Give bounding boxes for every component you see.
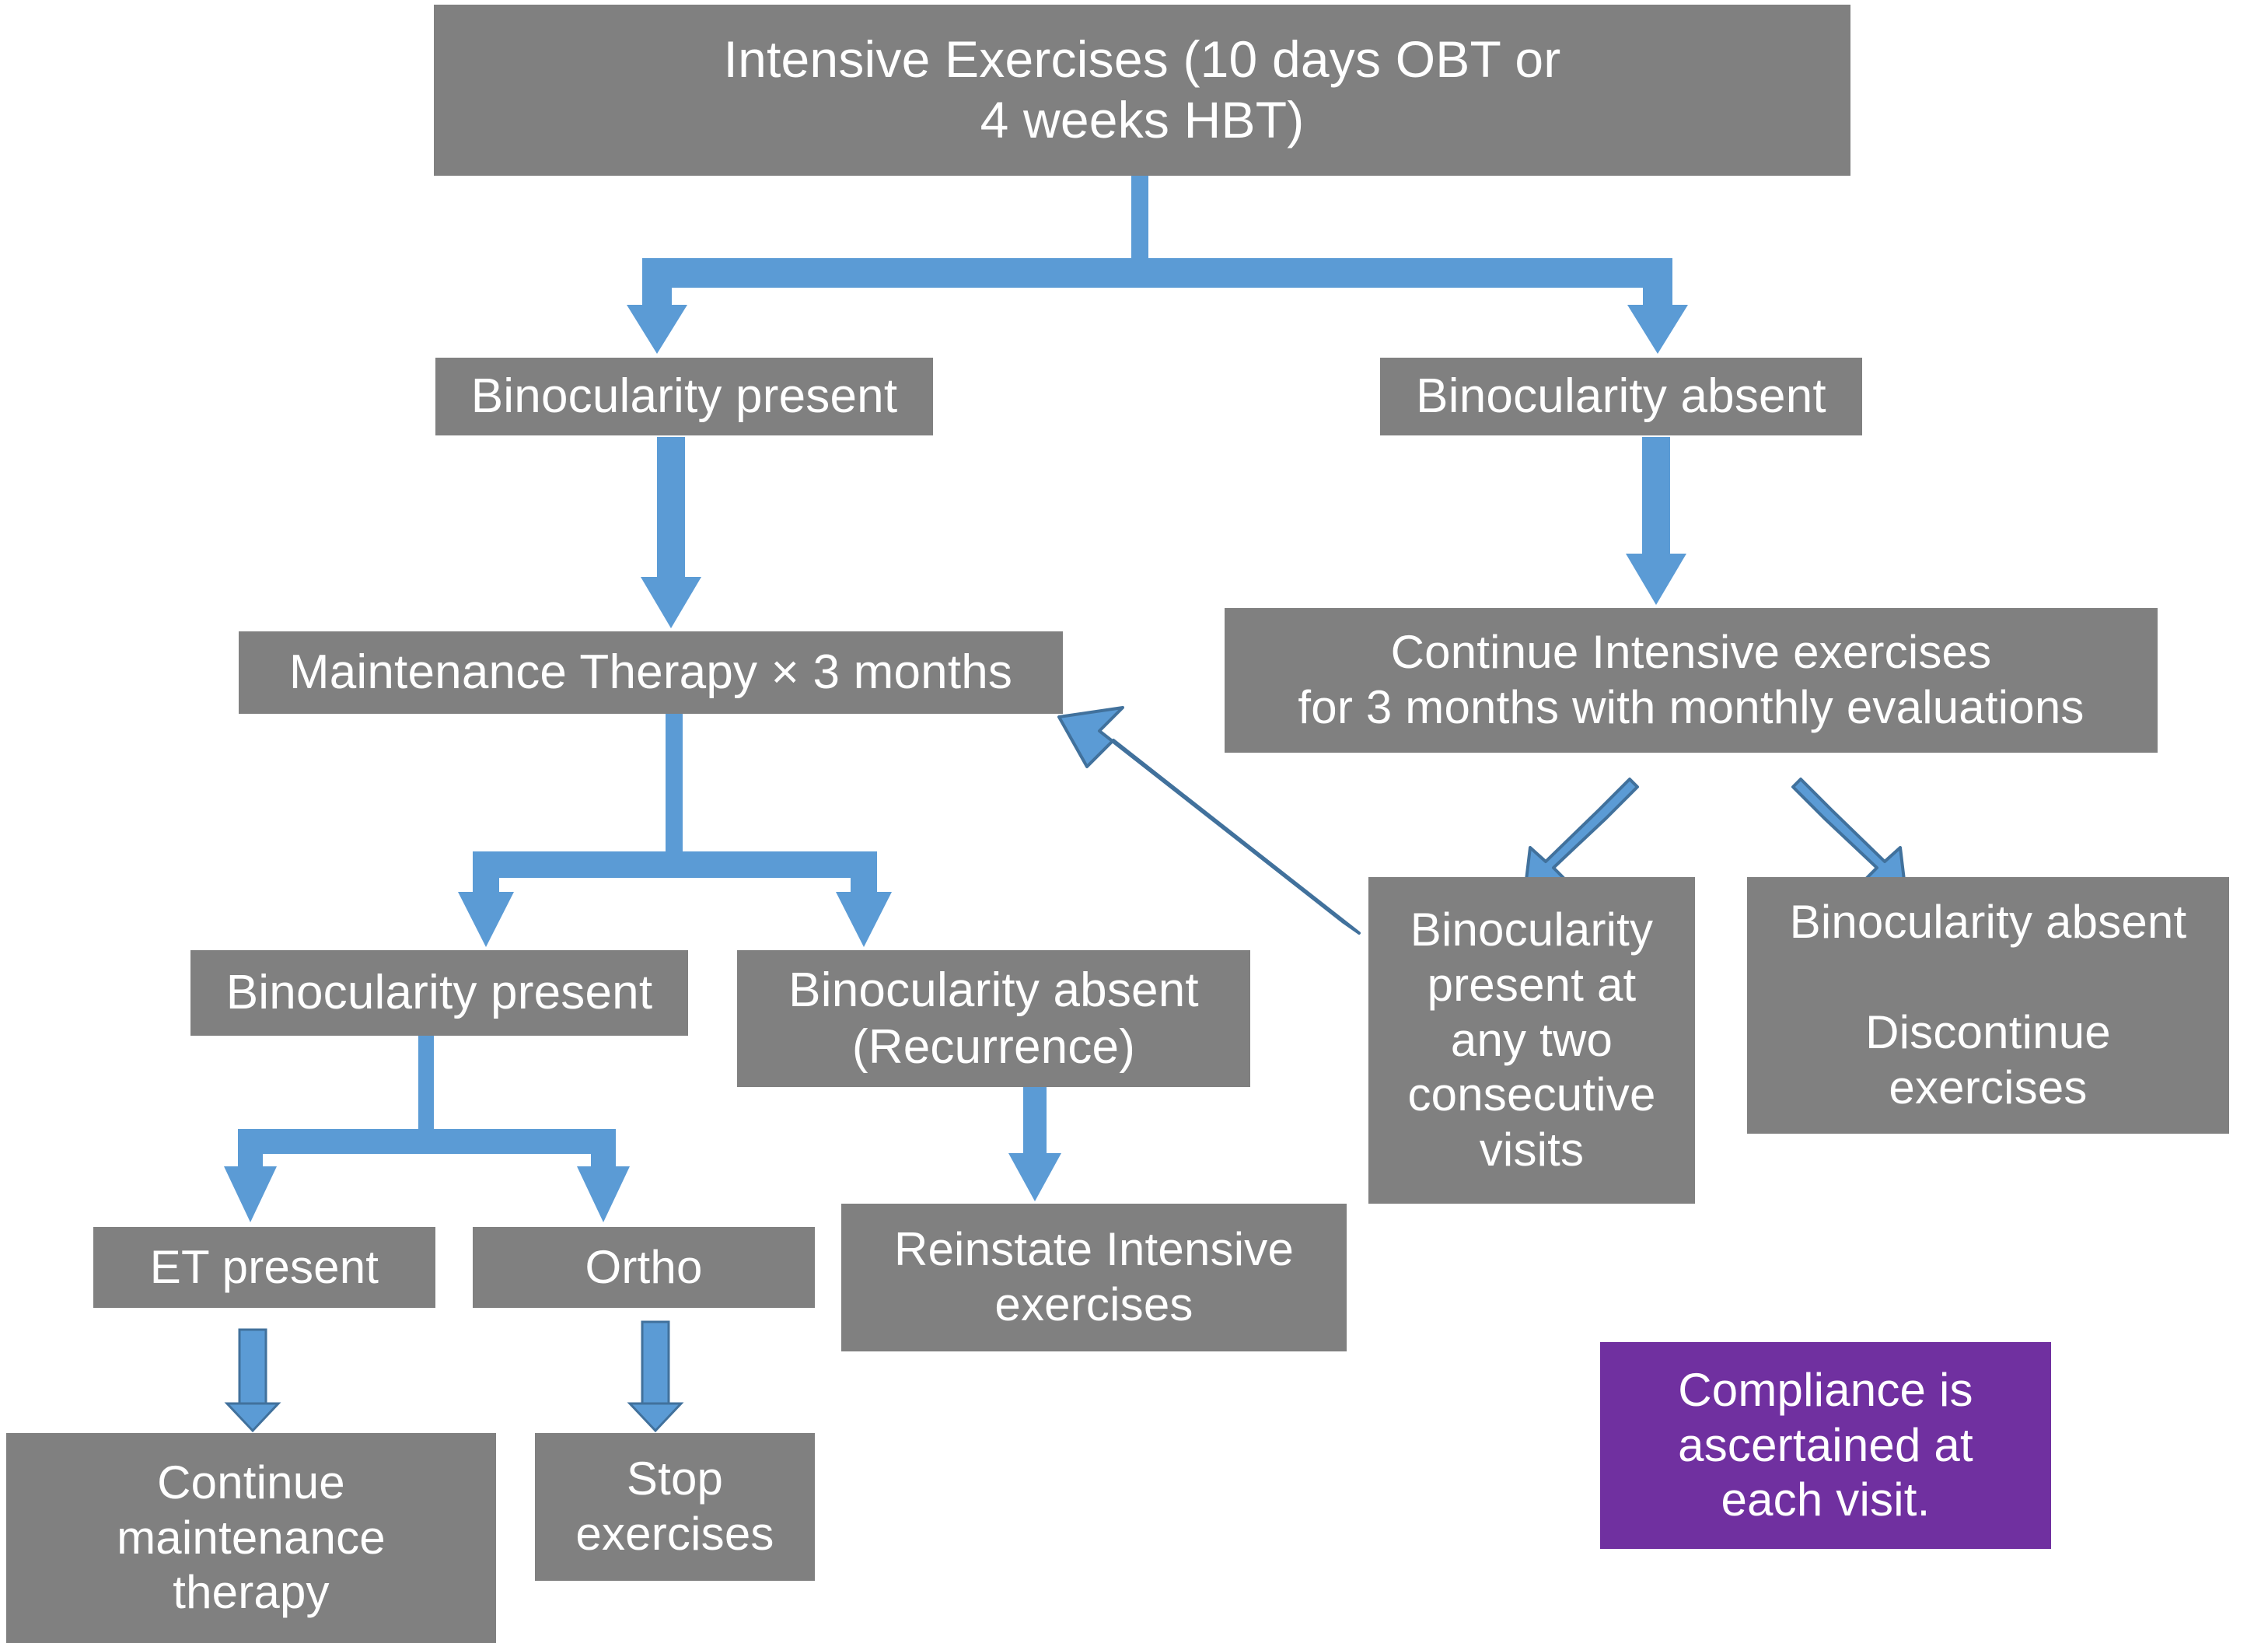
connector-present-to-maintenance	[641, 437, 701, 628]
node-binocularity-present-2[interactable]: Binocularity present	[190, 950, 688, 1036]
connector-maintenance-split	[458, 714, 892, 947]
connector-absent-to-continue	[1626, 437, 1686, 605]
node-et-present[interactable]: ET present	[93, 1227, 435, 1308]
node-binocularity-absent-discontinue[interactable]: Binocularity absent Discontinue exercise…	[1747, 877, 2229, 1134]
node-binocularity-absent-1[interactable]: Binocularity absent	[1380, 358, 1862, 435]
node-binocularity-present-two-visits[interactable]: Binocularity present at any two consecut…	[1368, 877, 1695, 1204]
node-stop-exercises[interactable]: Stop exercises	[535, 1433, 815, 1581]
connector-intensive-to-split	[627, 176, 1688, 354]
connector-present2-split	[224, 1036, 630, 1222]
node-continue-intensive-exercises[interactable]: Continue Intensive exercises for 3 month…	[1225, 608, 2158, 753]
connector-recurrence-to-reinstate	[1008, 1087, 1061, 1201]
node-continue-maintenance-therapy[interactable]: Continue maintenance therapy	[6, 1433, 496, 1643]
node-intensive-exercises[interactable]: Intensive Exercises (10 days OBT or 4 we…	[434, 5, 1850, 176]
node-binocularity-absent-recurrence[interactable]: Binocularity absent (Recurrence)	[737, 950, 1250, 1087]
node-binocularity-present-1[interactable]: Binocularity present	[435, 358, 933, 435]
connector-ortho-to-stop	[627, 1320, 684, 1433]
node-maintenance-therapy[interactable]: Maintenance Therapy × 3 months	[239, 631, 1063, 714]
node-reinstate-intensive-exercises[interactable]: Reinstate Intensive exercises	[841, 1204, 1347, 1351]
connector-continue-to-absent-discontinue	[1791, 778, 1906, 888]
connector-continue-to-present-two-visits	[1524, 778, 1639, 888]
node-compliance-note[interactable]: Compliance is ascertained at each visit.	[1600, 1342, 2051, 1549]
node-ortho[interactable]: Ortho	[473, 1227, 815, 1308]
connector-et-present-to-continue-maintenance	[224, 1328, 281, 1433]
